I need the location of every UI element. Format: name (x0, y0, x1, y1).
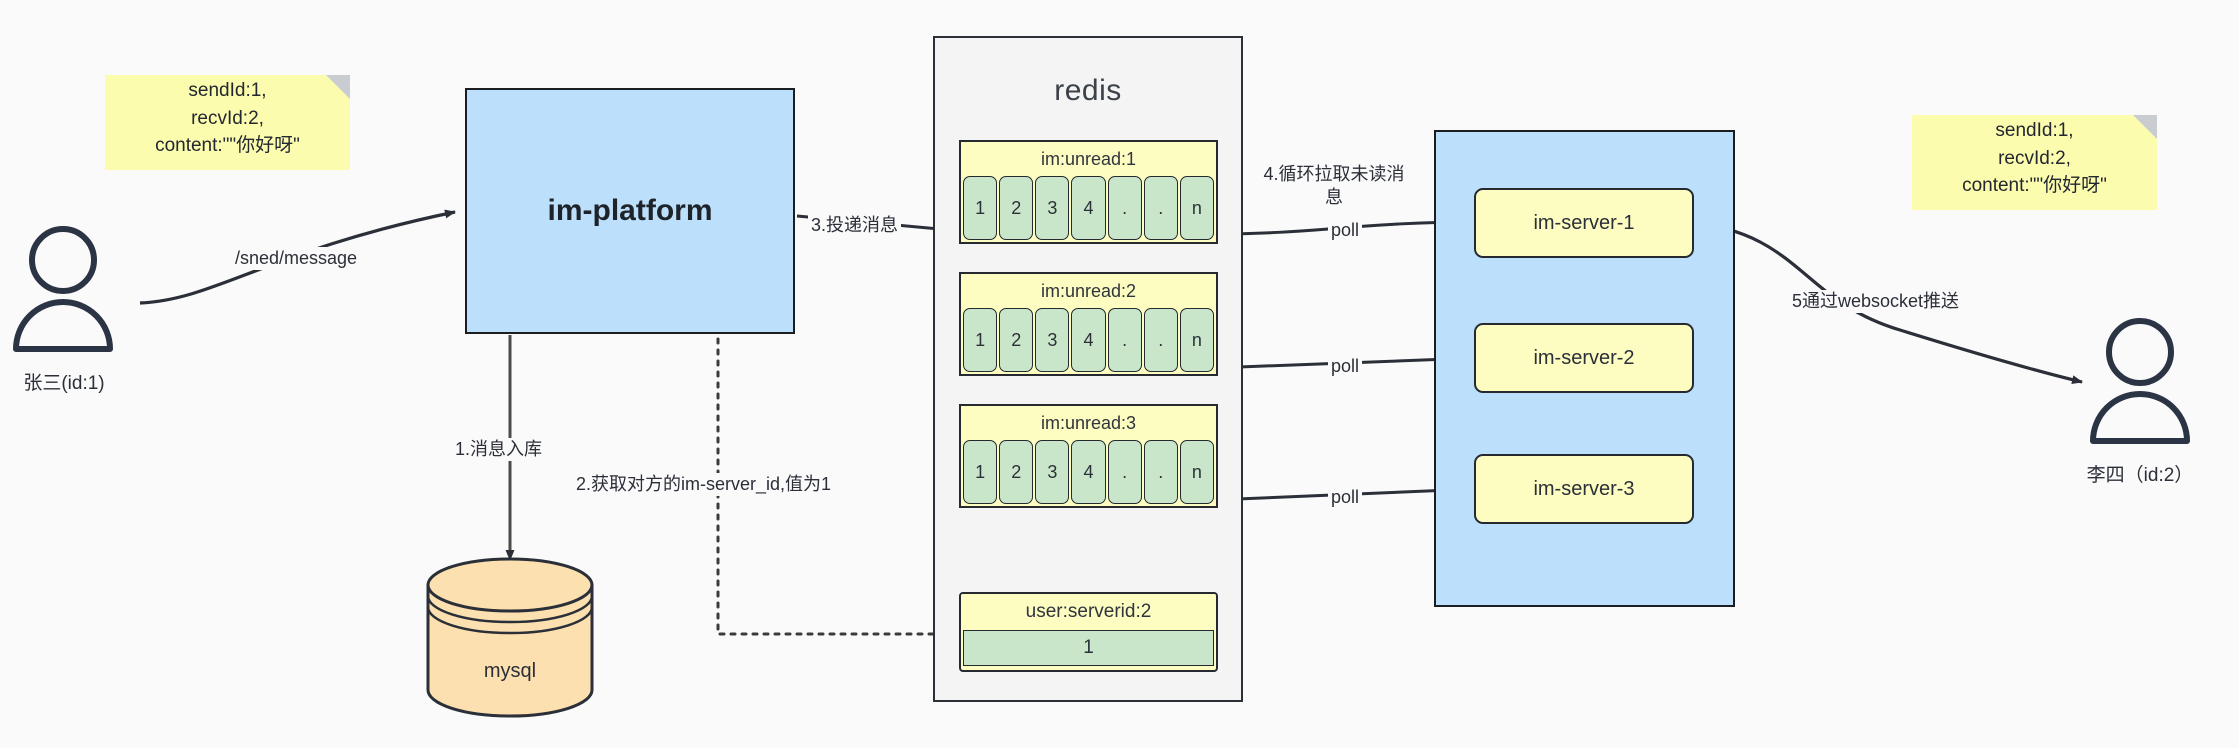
redis-title: redis (1054, 74, 1122, 107)
queue-cell: 4 (1071, 176, 1106, 240)
edge-label-push: 5通过websocket推送 (1789, 290, 1963, 313)
edge-label-deliver: 3.投递消息 (808, 214, 902, 237)
kv-key-label: user:serverid:2 (961, 594, 1216, 630)
user-icon (13, 226, 113, 352)
queue-key-label: im:unread:1 (961, 142, 1216, 176)
edge-label-poll-2: poll (1328, 355, 1363, 378)
queue-cell: 2 (999, 440, 1034, 504)
im-server-1-box[interactable]: im-server-1 (1474, 188, 1694, 258)
queue-cell: 3 (1035, 176, 1070, 240)
im-server-3-label: im-server-3 (1533, 477, 1635, 500)
queue-cell: 3 (1035, 440, 1070, 504)
edge-label-send: /sned/message (232, 247, 361, 270)
user-icon (2090, 318, 2190, 444)
redis-kv-entry[interactable]: user:serverid:2 1 (959, 592, 1218, 672)
queue-cell: n (1179, 440, 1214, 504)
actor-label-receiver: 李四（id:2） (2086, 465, 2194, 486)
queue-cell: . (1143, 440, 1178, 504)
edge-label-pull: 4.循环拉取未读消息 (1256, 163, 1412, 208)
queue-cell: n (1179, 176, 1214, 240)
queue-cell: . (1107, 308, 1142, 372)
im-server-2-label: im-server-2 (1533, 346, 1635, 369)
queue-cell: 3 (1035, 308, 1070, 372)
queue-cell: . (1107, 440, 1142, 504)
queue-key-label: im:unread:3 (961, 406, 1216, 440)
queue-cells: 1 2 3 4 . . n (961, 176, 1216, 242)
queue-key-label: im:unread:2 (961, 274, 1216, 308)
queue-cells: 1 2 3 4 . . n (961, 440, 1216, 506)
queue-cells: 1 2 3 4 . . n (961, 308, 1216, 374)
im-server-1-label: im-server-1 (1533, 211, 1635, 234)
queue-cell: 4 (1071, 440, 1106, 504)
queue-cell: 2 (999, 308, 1034, 372)
mysql-cylinder-icon (426, 557, 594, 718)
queue-cell: 2 (999, 176, 1034, 240)
kv-value-label: 1 (963, 630, 1214, 666)
edge-label-poll-1: poll (1328, 219, 1363, 242)
note-fold-icon (2133, 115, 2157, 139)
edge-label-poll-3: poll (1328, 486, 1363, 509)
actor-label-sender: 张三(id:1) (23, 373, 105, 394)
edge-label-lookup: 2.获取对方的im-server_id,值为1 (573, 473, 835, 496)
note-left: sendId:1, recvId:2, content:""你好呀" (105, 75, 350, 170)
redis-queue-1[interactable]: im:unread:1 1 2 3 4 . . n (959, 140, 1218, 244)
im-platform-box[interactable]: im-platform (465, 88, 795, 334)
queue-cell: 1 (963, 440, 998, 504)
redis-queue-3[interactable]: im:unread:3 1 2 3 4 . . n (959, 404, 1218, 508)
queue-cell: 1 (963, 308, 998, 372)
edge-label-store: 1.消息入库 (452, 438, 546, 461)
note-fold-icon (326, 75, 350, 99)
note-left-text: sendId:1, recvId:2, content:""你好呀" (155, 80, 300, 157)
queue-cell: 4 (1071, 308, 1106, 372)
queue-cell: n (1179, 308, 1214, 372)
redis-queue-2[interactable]: im:unread:2 1 2 3 4 . . n (959, 272, 1218, 376)
queue-cell: . (1143, 308, 1178, 372)
im-server-3-box[interactable]: im-server-3 (1474, 454, 1694, 524)
im-server-2-box[interactable]: im-server-2 (1474, 323, 1694, 393)
im-platform-label: im-platform (547, 194, 713, 227)
queue-cell: 1 (963, 176, 998, 240)
note-right: sendId:1, recvId:2, content:""你好呀" (1912, 115, 2157, 210)
mysql-label: mysql (483, 660, 537, 682)
queue-cell: . (1143, 176, 1178, 240)
queue-cell: . (1107, 176, 1142, 240)
note-right-text: sendId:1, recvId:2, content:""你好呀" (1962, 120, 2107, 197)
